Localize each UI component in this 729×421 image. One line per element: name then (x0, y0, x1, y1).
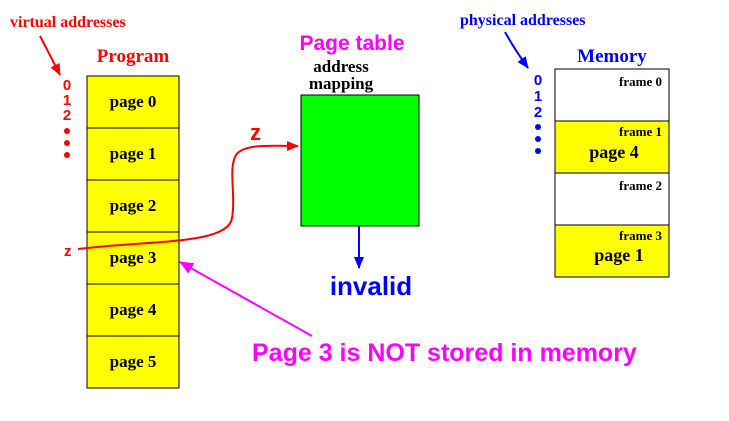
memory-frame-1-page: page 4 (589, 142, 639, 162)
page-table-title: Page table (299, 32, 404, 55)
physical-index-column: 0 1 2 (534, 72, 542, 154)
physical-addresses-arrow (504, 31, 529, 69)
memory-frame-1-label: frame 1 (619, 124, 662, 139)
physical-index-0: 0 (534, 72, 542, 89)
physical-index-2: 2 (534, 104, 542, 121)
program-page-0-label: page 0 (110, 92, 157, 111)
memory-title: Memory (577, 46, 647, 67)
page-table-box (300, 94, 420, 227)
virtual-dot-1 (64, 128, 70, 134)
z-lookup-arrow (77, 140, 299, 250)
page-table-address-label: address (313, 57, 369, 76)
virtual-index-0: 0 (63, 77, 71, 94)
virtual-index-2: 2 (63, 107, 71, 124)
virtual-addresses-arrow (39, 35, 61, 76)
memory-frame-3-box (554, 224, 670, 278)
program-page-4-box (86, 283, 180, 337)
program-page-2-label: page 2 (110, 196, 157, 215)
physical-dot-2 (535, 136, 541, 142)
physical-dot-3 (535, 148, 541, 154)
virtual-addresses-label: virtual addresses (10, 14, 126, 31)
program-page-5-label: page 5 (110, 352, 157, 371)
memory-frame-2-label: frame 2 (619, 178, 662, 193)
program-title: Program (97, 46, 170, 67)
physical-addresses-label: physical addresses (460, 12, 586, 29)
program-page-5-box (86, 335, 180, 389)
memory-frame-2-box (554, 172, 670, 226)
virtual-address-z-label: z (64, 243, 72, 260)
invalid-label: invalid (330, 271, 412, 301)
virtual-dot-3 (64, 152, 70, 158)
page-3-not-in-memory-note: Page 3 is NOT stored in memory (252, 339, 637, 367)
memory-frame-3-page: page 1 (594, 245, 644, 265)
memory-frame-0-box (554, 68, 670, 122)
memory-frame-0-label: frame 0 (619, 74, 662, 89)
virtual-index-1: 1 (63, 92, 71, 109)
memory-frame-3-label: frame 3 (619, 228, 662, 243)
virtual-dot-2 (64, 140, 70, 146)
physical-dot-1 (535, 124, 541, 130)
program-page-4-label: page 4 (110, 300, 157, 319)
program-column: page 0 page 1 page 2 page 3 page 4 page … (86, 75, 180, 389)
program-page-0-box (86, 75, 180, 129)
note-arrow (179, 261, 313, 337)
program-page-1-box (86, 127, 180, 181)
virtual-index-column: 0 1 2 (63, 77, 71, 158)
program-page-1-label: page 1 (110, 144, 157, 163)
page-table-input-z-label: z (250, 120, 261, 145)
program-page-3-box (86, 231, 180, 285)
physical-index-1: 1 (534, 88, 542, 105)
page-table-mapping-label: mapping (309, 74, 374, 93)
memory-column: frame 0 frame 1 frame 2 frame 3 page 4 p… (554, 68, 670, 278)
program-page-3-label: page 3 (110, 248, 157, 267)
